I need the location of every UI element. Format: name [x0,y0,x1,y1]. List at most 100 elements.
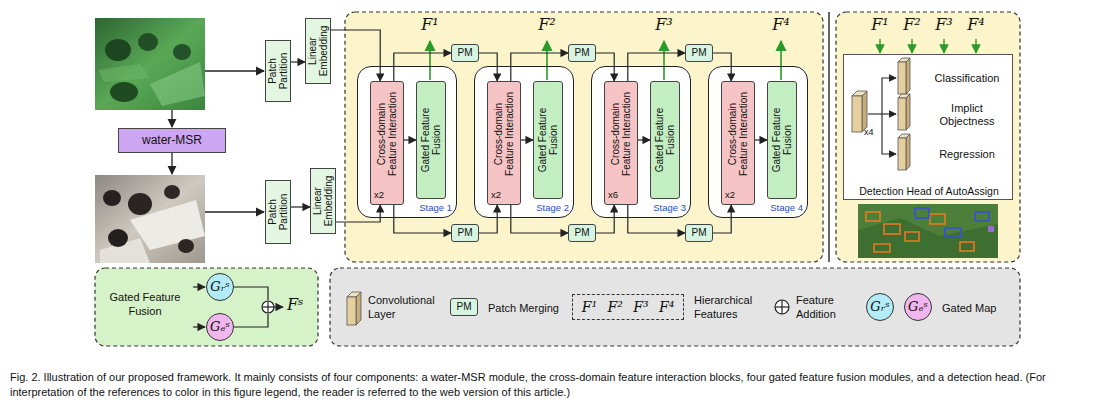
enhanced-image [95,175,205,263]
underwater-image [150,62,205,106]
conv-layer-symbol [906,134,910,170]
process-box: Linear Embedding [310,168,336,234]
node-text: Patch Partition [267,183,289,241]
detection-result-image [858,204,998,258]
fusion-block: Gated Feature Fusion [533,81,563,199]
patch-merging-box: PM [451,224,479,242]
node-text: PM [452,47,478,59]
connector [713,205,731,233]
stage-box: Stage 4Cross-domain Feature Interactionx… [708,66,808,218]
legend-conv-symbol [347,292,361,325]
patch-merging-box: PM [451,44,479,62]
node-text: Linear Embedding [312,170,334,232]
node-text: Gated Feature Fusion [537,100,559,180]
node-text: Classification [924,72,1010,85]
fusion-block: Gated Feature Fusion [650,81,680,199]
connector [638,139,650,140]
node-text: F¹ F² F³ F⁴ [573,299,683,315]
detection-result-image [915,208,989,237]
conv-layer-symbol [898,98,906,130]
conv-layer-symbol [906,94,910,130]
connector [596,53,614,81]
patch-merging-box: PM [568,224,596,242]
feature-input-arrow [880,39,976,53]
node-text: PM [451,301,477,313]
feature-input-arrow [911,39,912,53]
underwater-image [98,64,150,82]
feature-output-arrow [429,41,431,80]
node-text: PM [686,227,712,239]
legend-sample-box: F¹ F² F³ F⁴ [572,294,684,320]
connector [394,53,451,81]
node-text: Cross-domain Feature Interaction [727,86,749,182]
fusion-wire [193,326,205,327]
node-text: x4 [864,127,878,137]
node-text: Stage 1 [398,203,452,214]
node-text: x2 [374,190,402,201]
node-text: Stage 3 [632,203,686,214]
fusion-wire [234,287,268,300]
node-text: Detection Head of AutoAssign [847,185,1011,197]
legend-sample-box: PM [450,298,478,316]
conv-layer-symbol [852,58,910,170]
gate-circle: Gᵣˢ [206,273,234,301]
legend-text: Hierarchical Features [694,293,764,321]
underwater-image [105,39,131,61]
enhanced-image [128,193,152,215]
conv-layer-symbol [852,96,862,132]
feature-input-arrow [879,39,880,53]
head-box-fill [843,54,1013,200]
detection-result-image [960,242,974,251]
node-text: Cross-domain Feature Interaction [610,86,632,182]
underwater-image [173,44,191,60]
node-text: Implict Objectness [924,102,1010,128]
legend-addition-symbol [775,300,789,314]
legend-gate-circle: Gₑˢ [904,293,932,321]
connector [479,205,497,233]
legend-gate-circle: Gᵣˢ [866,293,894,321]
feature-output-arrow [780,41,782,80]
detection-result-image [874,244,890,252]
fusion-panel [95,268,318,346]
detection-head-box: x4ClassificationImplict ObjectnessRegres… [843,54,1013,200]
connector [521,139,533,140]
detection-result-image [945,228,961,237]
divider-line [828,12,830,262]
feature-output-arrow [663,41,665,80]
patch-merging-box: PM [685,224,713,242]
feature-label: F² [900,16,924,34]
conv-layer-symbol [898,138,906,170]
enhanced-image [108,229,128,247]
flow-arrow [205,211,264,212]
flow-arrow [171,110,172,127]
interaction-block: Cross-domain Feature Interactionx2 [487,81,521,205]
detection-result-image [866,212,880,221]
conv-layer-symbol [898,62,906,94]
detection-result-image [858,218,998,258]
patch-merging-box: PM [568,44,596,62]
underwater-image [138,33,158,51]
legend-text: Feature Addition [796,293,852,321]
branch-line [882,114,896,154]
node-text: PM [452,227,478,239]
addition-symbol [267,301,268,313]
detection-result-image [988,226,994,232]
legend-panel [330,268,1020,346]
node-text: Cross-domain Feature Interaction [493,86,515,182]
node-text: PM [569,227,595,239]
underwater-image [95,18,205,110]
conv-layer-symbol [906,58,910,94]
detection-result-image [975,212,989,221]
connector [628,53,685,81]
patch-merging-box: PM [685,44,713,62]
connector [596,205,614,233]
stage-box: Stage 1Cross-domain Feature Interactionx… [357,66,457,218]
fusion-wire [234,314,268,327]
feature-input-arrow [943,39,944,53]
node-text: Gated Feature Fusion [420,100,442,180]
detection-result-image [905,232,919,241]
enhanced-image [178,239,194,253]
feature-label: F¹ [418,16,442,34]
connector [755,139,767,140]
